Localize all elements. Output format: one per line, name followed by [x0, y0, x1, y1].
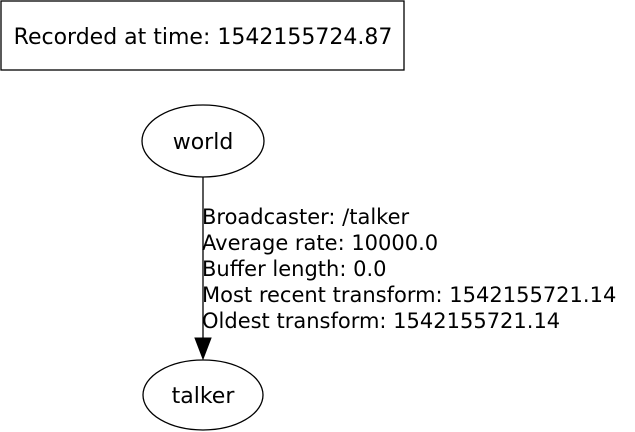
- node-world: world: [141, 104, 265, 178]
- edge-world-talker: [194, 177, 212, 361]
- node-talker-ellipse: [142, 359, 264, 431]
- node-talker-label: talker: [172, 384, 236, 409]
- recorded-time-frame: [0, 0, 405, 71]
- recorded-time-box: Recorded at time: 1542155724.87: [0, 0, 405, 71]
- edge-label: Broadcaster: /talker Average rate: 10000…: [202, 205, 616, 333]
- node-talker: talker: [142, 359, 264, 431]
- node-world-label: world: [173, 130, 234, 155]
- edge-most-recent-transform: Most recent transform: 1542155721.14: [202, 283, 616, 307]
- edge-average-rate: Average rate: 10000.0: [202, 231, 438, 255]
- edge-buffer-length: Buffer length: 0.0: [202, 257, 387, 281]
- edge-oldest-transform: Oldest transform: 1542155721.14: [202, 309, 560, 333]
- recorded-time-label: Recorded at time: 1542155724.87: [14, 25, 393, 50]
- edge-broadcaster: Broadcaster: /talker: [202, 205, 409, 229]
- edge-arrowhead: [194, 337, 212, 361]
